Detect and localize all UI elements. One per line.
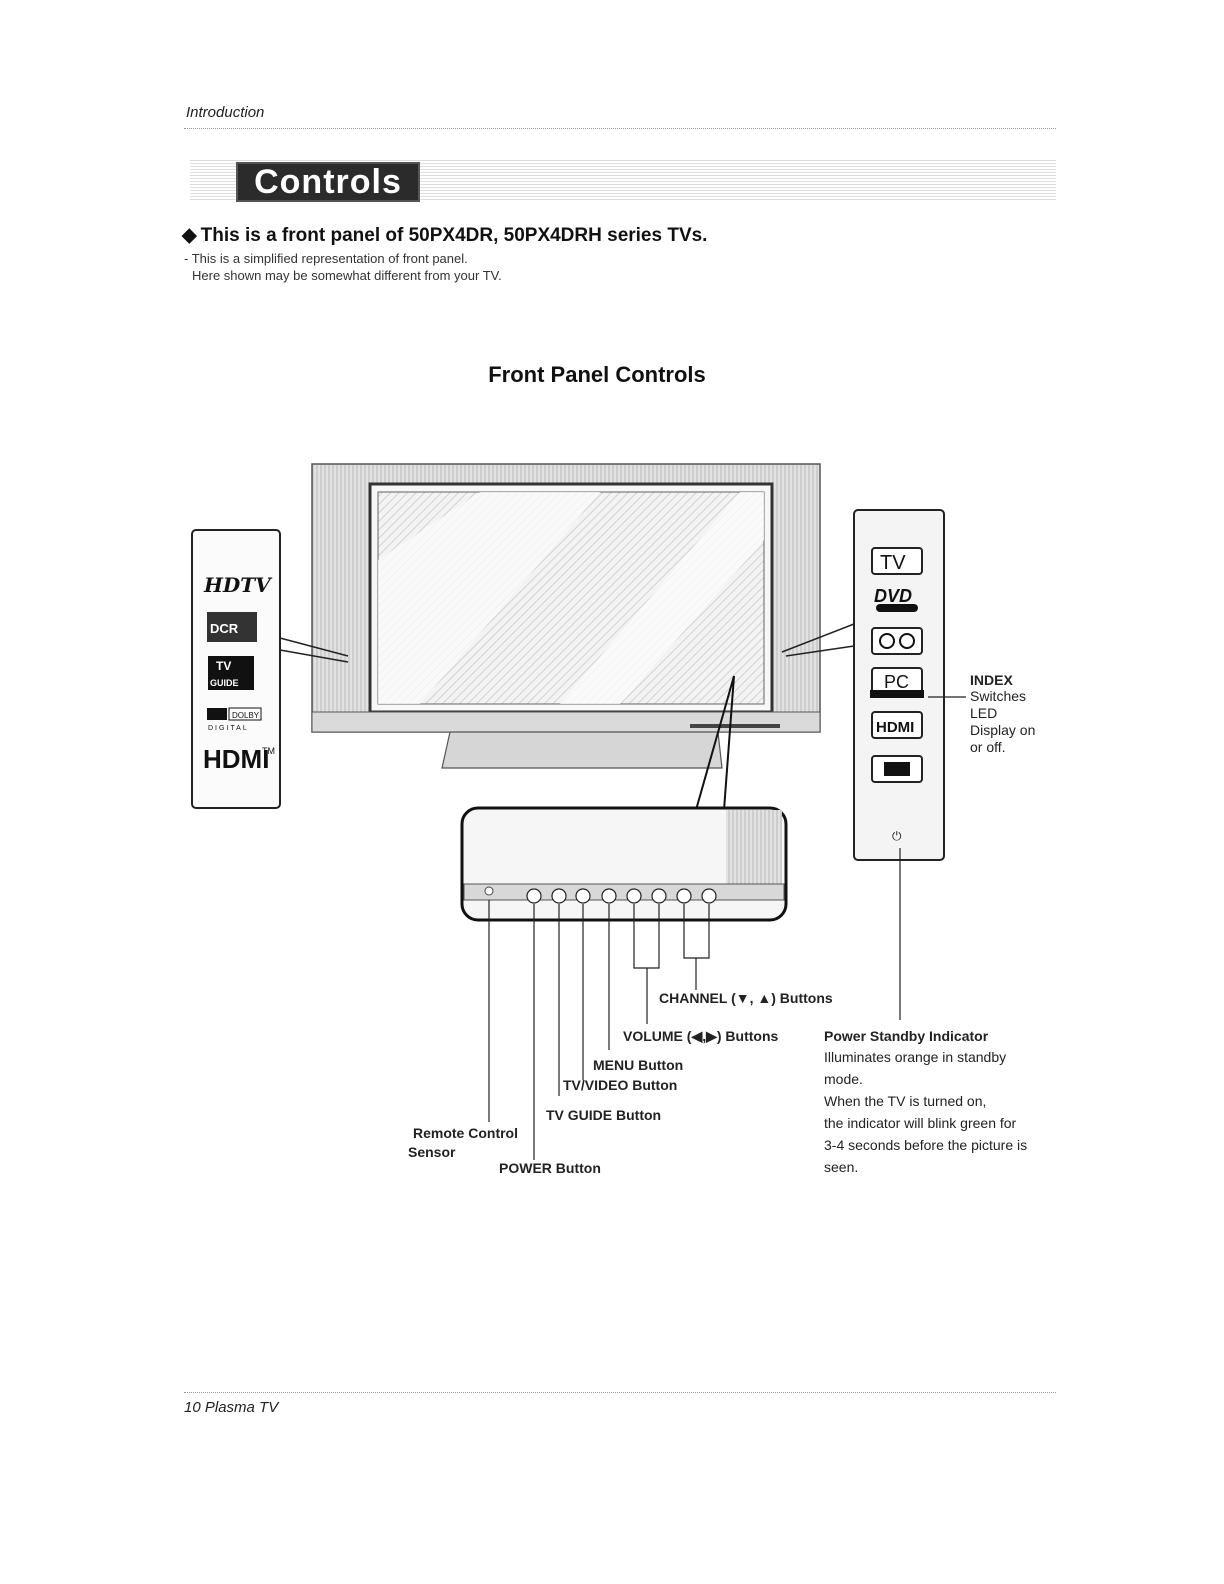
standby-line: the indicator will blink green for	[824, 1115, 1017, 1131]
diagram-title: Front Panel Controls	[488, 362, 706, 387]
headline-text: This is a front panel of 50PX4DR, 50PX4D…	[200, 225, 708, 246]
standby-line: seen.	[824, 1159, 859, 1175]
menu-button-label: MENU Button	[593, 1057, 684, 1073]
standby-callout: Power Standby Indicator Illuminates oran…	[824, 1028, 1054, 1178]
index-desc-line: Switches	[970, 688, 1027, 704]
svg-text:TV: TV	[216, 659, 231, 673]
index-callout: INDEX Switches LED Display on or off.	[970, 672, 1035, 756]
page-title: Controls	[254, 163, 402, 201]
remote-sensor-label-line2: Sensor	[408, 1144, 456, 1160]
section-label: Introduction	[186, 104, 265, 121]
bullet-icon: ◆	[182, 225, 197, 246]
standby-line: 3-4 seconds before the picture is	[824, 1137, 1028, 1153]
tv-video-button-label: TV/VIDEO Button	[563, 1077, 678, 1093]
standby-line: When the TV is turned on,	[824, 1093, 987, 1109]
standby-title: Power Standby Indicator	[824, 1028, 989, 1044]
channel-buttons-label: CHANNEL (▼, ▲) Buttons	[659, 990, 833, 1006]
banner-box	[236, 162, 420, 202]
volume-buttons-label: VOLUME (◀,▶) Buttons	[623, 1028, 779, 1044]
control-bar-magnified	[460, 675, 788, 922]
index-title: INDEX	[970, 672, 1013, 688]
footer-rule	[184, 1392, 1056, 1393]
svg-text:GUIDE: GUIDE	[210, 678, 239, 688]
tv-body	[311, 463, 821, 769]
left-logo-panel: HDTV DCR TV GUIDE DOLBY DIGITAL HDMI TM	[191, 529, 349, 809]
svg-text:HDTV: HDTV	[203, 573, 273, 597]
index-desc-line: or off.	[970, 739, 1006, 755]
svg-text:DVD: DVD	[874, 586, 912, 606]
svg-text:⏻: ⏻	[892, 829, 902, 843]
intro-note-line1: - This is a simplified representation of…	[184, 251, 468, 266]
svg-text:TV: TV	[880, 552, 906, 574]
power-button-label: POWER Button	[499, 1160, 601, 1176]
standby-line: Illuminates orange in standby	[824, 1049, 1007, 1065]
svg-text:TM: TM	[262, 746, 275, 756]
intro-note-line2: Here shown may be somewhat different fro…	[192, 268, 502, 283]
svg-text:PC: PC	[884, 672, 909, 692]
leader-lines	[488, 900, 710, 1160]
svg-text:HDMI: HDMI	[876, 719, 914, 736]
header-rule	[184, 128, 1056, 129]
standby-line: mode.	[824, 1071, 863, 1087]
index-desc-line: LED	[970, 705, 998, 721]
svg-text:HDMI: HDMI	[203, 744, 269, 774]
index-desc-line: Display on	[970, 722, 1036, 738]
remote-sensor-label-line1: Remote Control	[413, 1125, 518, 1141]
tv-guide-button-label: TV GUIDE Button	[546, 1107, 662, 1123]
svg-text:DCR: DCR	[210, 621, 239, 636]
svg-text:DIGITAL: DIGITAL	[208, 725, 249, 732]
page-footer: 10 Plasma TV	[184, 1399, 279, 1416]
intro-headline: ◆This is a front panel of 50PX4DR, 50PX4…	[182, 224, 707, 247]
right-index-strip: TV DVD PC HDMI ⏻	[781, 509, 966, 1020]
svg-text:DOLBY: DOLBY	[232, 711, 260, 720]
